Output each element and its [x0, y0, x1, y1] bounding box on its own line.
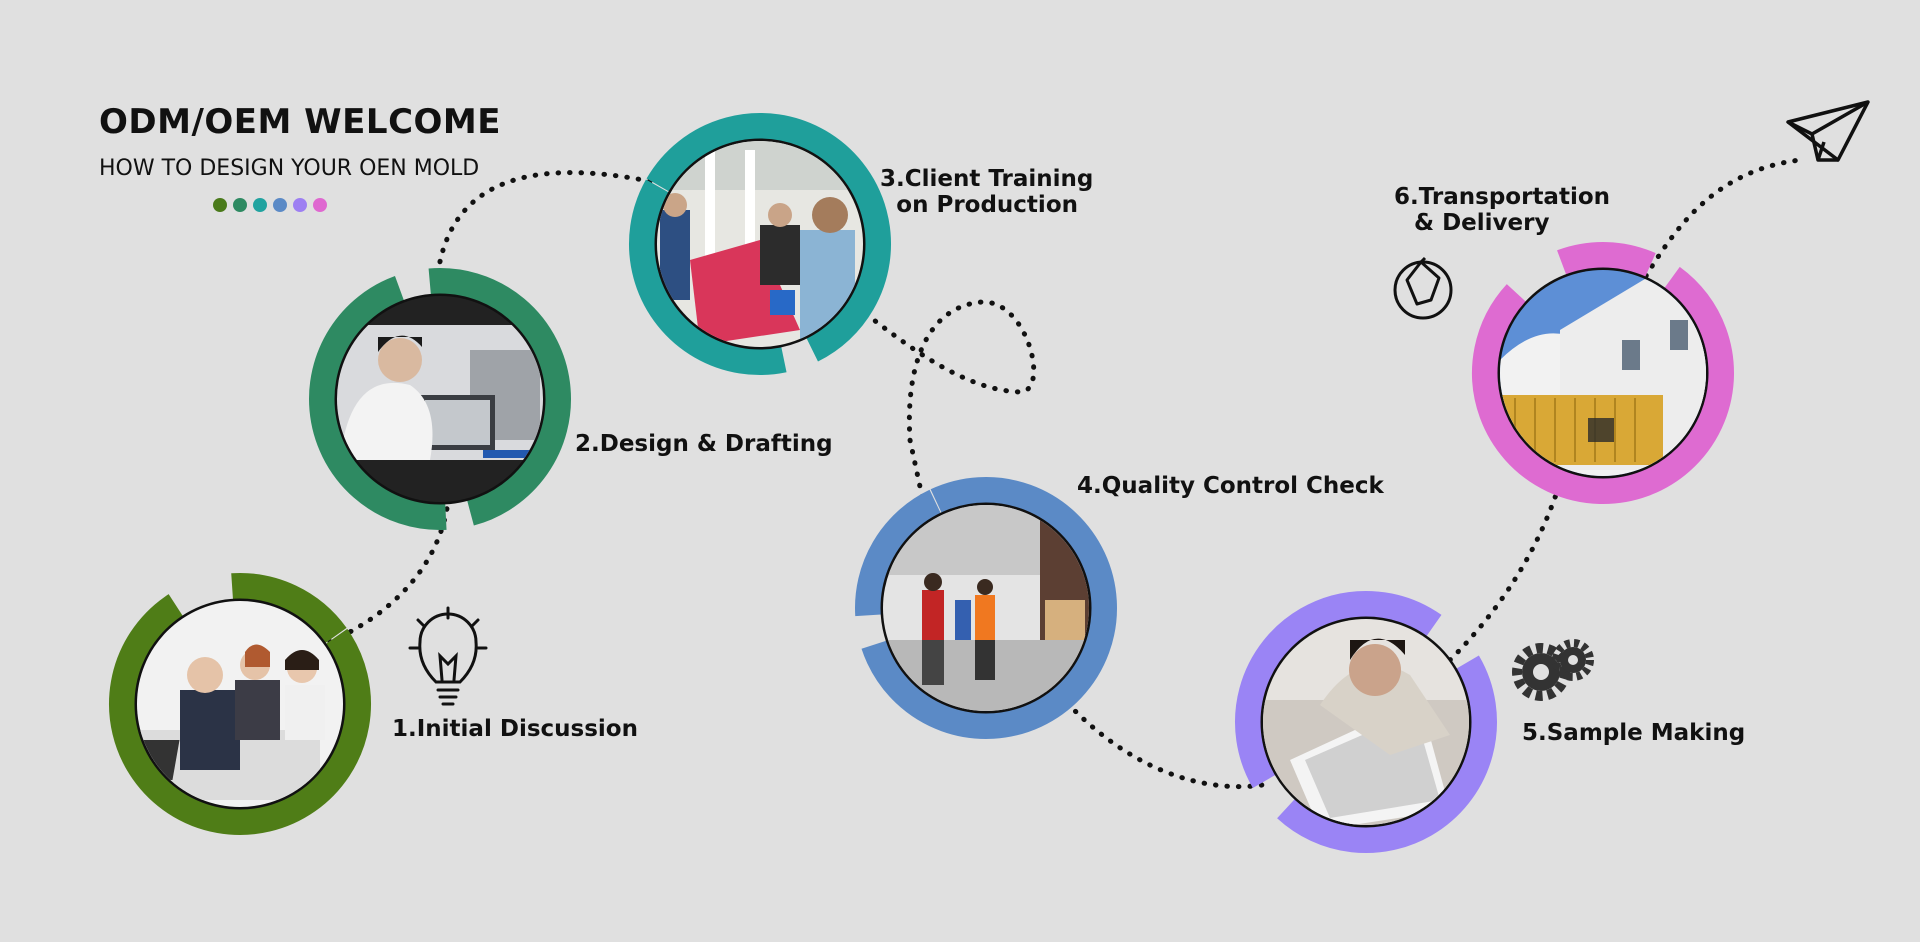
gears-icon	[1512, 639, 1594, 701]
color-dot	[253, 198, 267, 212]
step-5-label: 5.Sample Making	[1522, 720, 1745, 746]
step-3-subtitle: on Production	[896, 192, 1078, 218]
step-1-photo	[137, 601, 343, 807]
step-3-photo	[657, 141, 863, 347]
step-2-node	[309, 268, 571, 530]
dotted-connector-path	[327, 157, 1803, 790]
page-subtitle: HOW TO DESIGN YOUR OEN MOLD	[99, 156, 480, 181]
step-2-title: 2.Design & Drafting	[575, 431, 833, 457]
step-3-label: 3.Client Training on Production	[880, 166, 1094, 218]
lightbulb-icon	[408, 606, 488, 706]
step-1-label: 1.Initial Discussion	[392, 716, 638, 742]
step-1-title: 1.Initial Discussion	[392, 716, 638, 742]
step-6-node	[1472, 242, 1734, 504]
color-dot	[273, 198, 287, 212]
step-5-title: 5.Sample Making	[1522, 720, 1746, 746]
color-dot	[293, 198, 307, 212]
step-5-node	[1235, 591, 1497, 853]
step-3-node	[629, 113, 892, 375]
step-3-title: 3.Client Training	[880, 166, 1094, 192]
step-4-node	[855, 477, 1117, 739]
color-dot	[313, 198, 327, 212]
step-4-title: 4.Quality Control Check	[1077, 473, 1384, 499]
step-5-photo	[1263, 619, 1469, 825]
step-2-photo	[337, 296, 543, 502]
step-6-photo	[1500, 270, 1706, 476]
step-6-label: 6.Transportation & Delivery	[1394, 184, 1610, 236]
color-dot	[213, 198, 227, 212]
step-6-title: 6.Transportation	[1394, 184, 1611, 210]
step-4-label: 4.Quality Control Check	[1077, 473, 1384, 499]
paper-plane-icon	[1786, 100, 1870, 162]
step-2-label: 2.Design & Drafting	[575, 431, 833, 457]
step-1-node	[109, 573, 371, 835]
color-dots	[213, 198, 327, 212]
page-title: ODM/OEM WELCOME	[99, 102, 501, 142]
step-6-subtitle: & Delivery	[1414, 210, 1550, 236]
color-dot	[233, 198, 247, 212]
handshake-icon	[1393, 256, 1453, 320]
